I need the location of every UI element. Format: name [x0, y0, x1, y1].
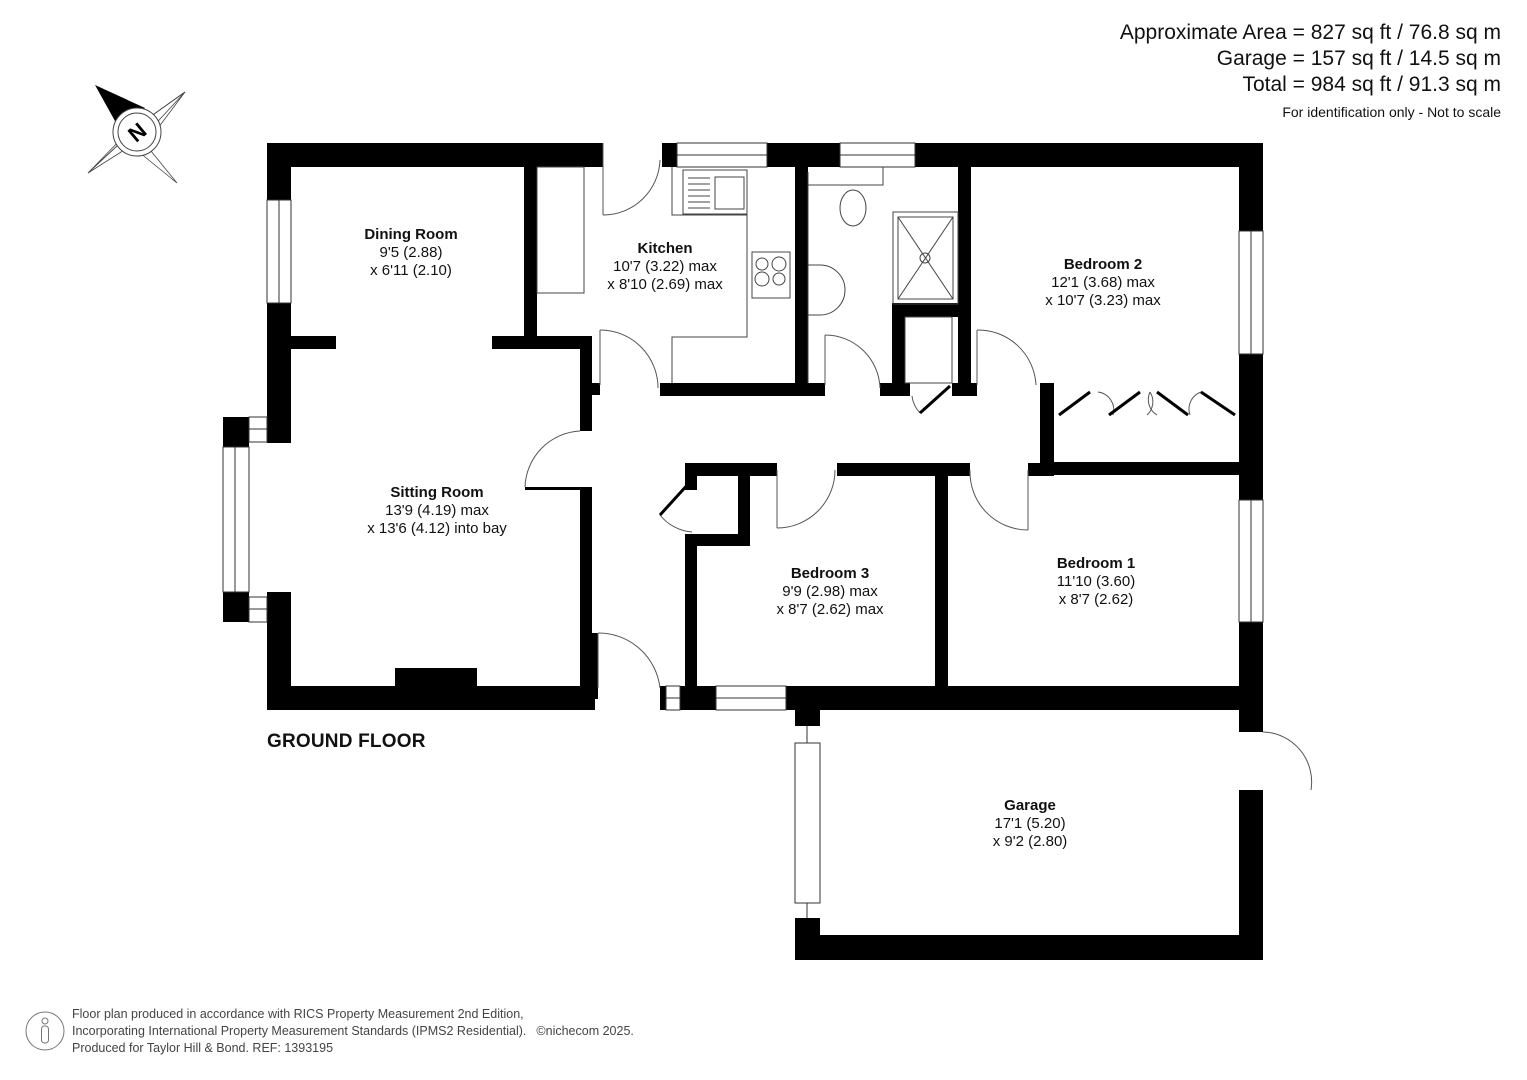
door-leaves — [658, 384, 1236, 517]
room-bedroom-2: Bedroom 2 12'1 (3.68) max x 10'7 (3.23) … — [1045, 256, 1161, 309]
basin-icon — [808, 264, 846, 316]
room-kitchen: Kitchen 10'7 (3.22) max x 8'10 (2.69) ma… — [607, 240, 723, 293]
footer-line-3: Produced for Taylor Hill & Bond. REF: 13… — [72, 1041, 334, 1055]
hob-icon — [751, 251, 791, 299]
toilet-icon — [839, 189, 867, 227]
shower-tray-icon — [892, 211, 959, 305]
area-summary: Approximate Area = 827 sq ft / 76.8 sq m… — [1120, 20, 1501, 120]
approximate-area: Approximate Area = 827 sq ft / 76.8 sq m — [1119, 21, 1501, 44]
room-bedroom-1: Bedroom 1 11'10 (3.60) x 8'7 (2.62) — [1056, 555, 1136, 608]
person-info-icon — [25, 1011, 65, 1051]
footer-line-2: Incorporating International Property Mea… — [72, 1024, 634, 1038]
bathroom-partition — [807, 167, 884, 383]
floor-title: GROUND FLOOR — [267, 731, 426, 752]
garage-area: Garage = 157 sq ft / 14.5 sq m — [1216, 47, 1501, 70]
windows — [222, 142, 1264, 918]
doors — [524, 143, 1313, 791]
room-garage: Garage 17'1 (5.20) x 9'2 (2.80) — [992, 797, 1068, 850]
footer-note: Floor plan produced in accordance with R… — [72, 1006, 634, 1057]
kitchen-sink-icon — [682, 169, 748, 215]
walls — [223, 143, 1263, 960]
room-sitting-room: Sitting Room 13'9 (4.19) max x 13'6 (4.1… — [367, 484, 507, 537]
compass-north-icon: N — [87, 85, 186, 184]
fixtures — [536, 166, 959, 384]
total-area: Total = 984 sq ft / 91.3 sq m — [1242, 73, 1501, 96]
room-dining-room: Dining Room 9'5 (2.88) x 6'11 (2.10) — [364, 226, 458, 279]
copyright: ©nichecom 2025. — [536, 1024, 634, 1038]
not-to-scale-note: For identification only - Not to scale — [1282, 104, 1501, 120]
footer-line-1: Floor plan produced in accordance with R… — [72, 1007, 524, 1021]
room-bedroom-3: Bedroom 3 9'9 (2.98) max x 8'7 (2.62) ma… — [776, 565, 884, 618]
